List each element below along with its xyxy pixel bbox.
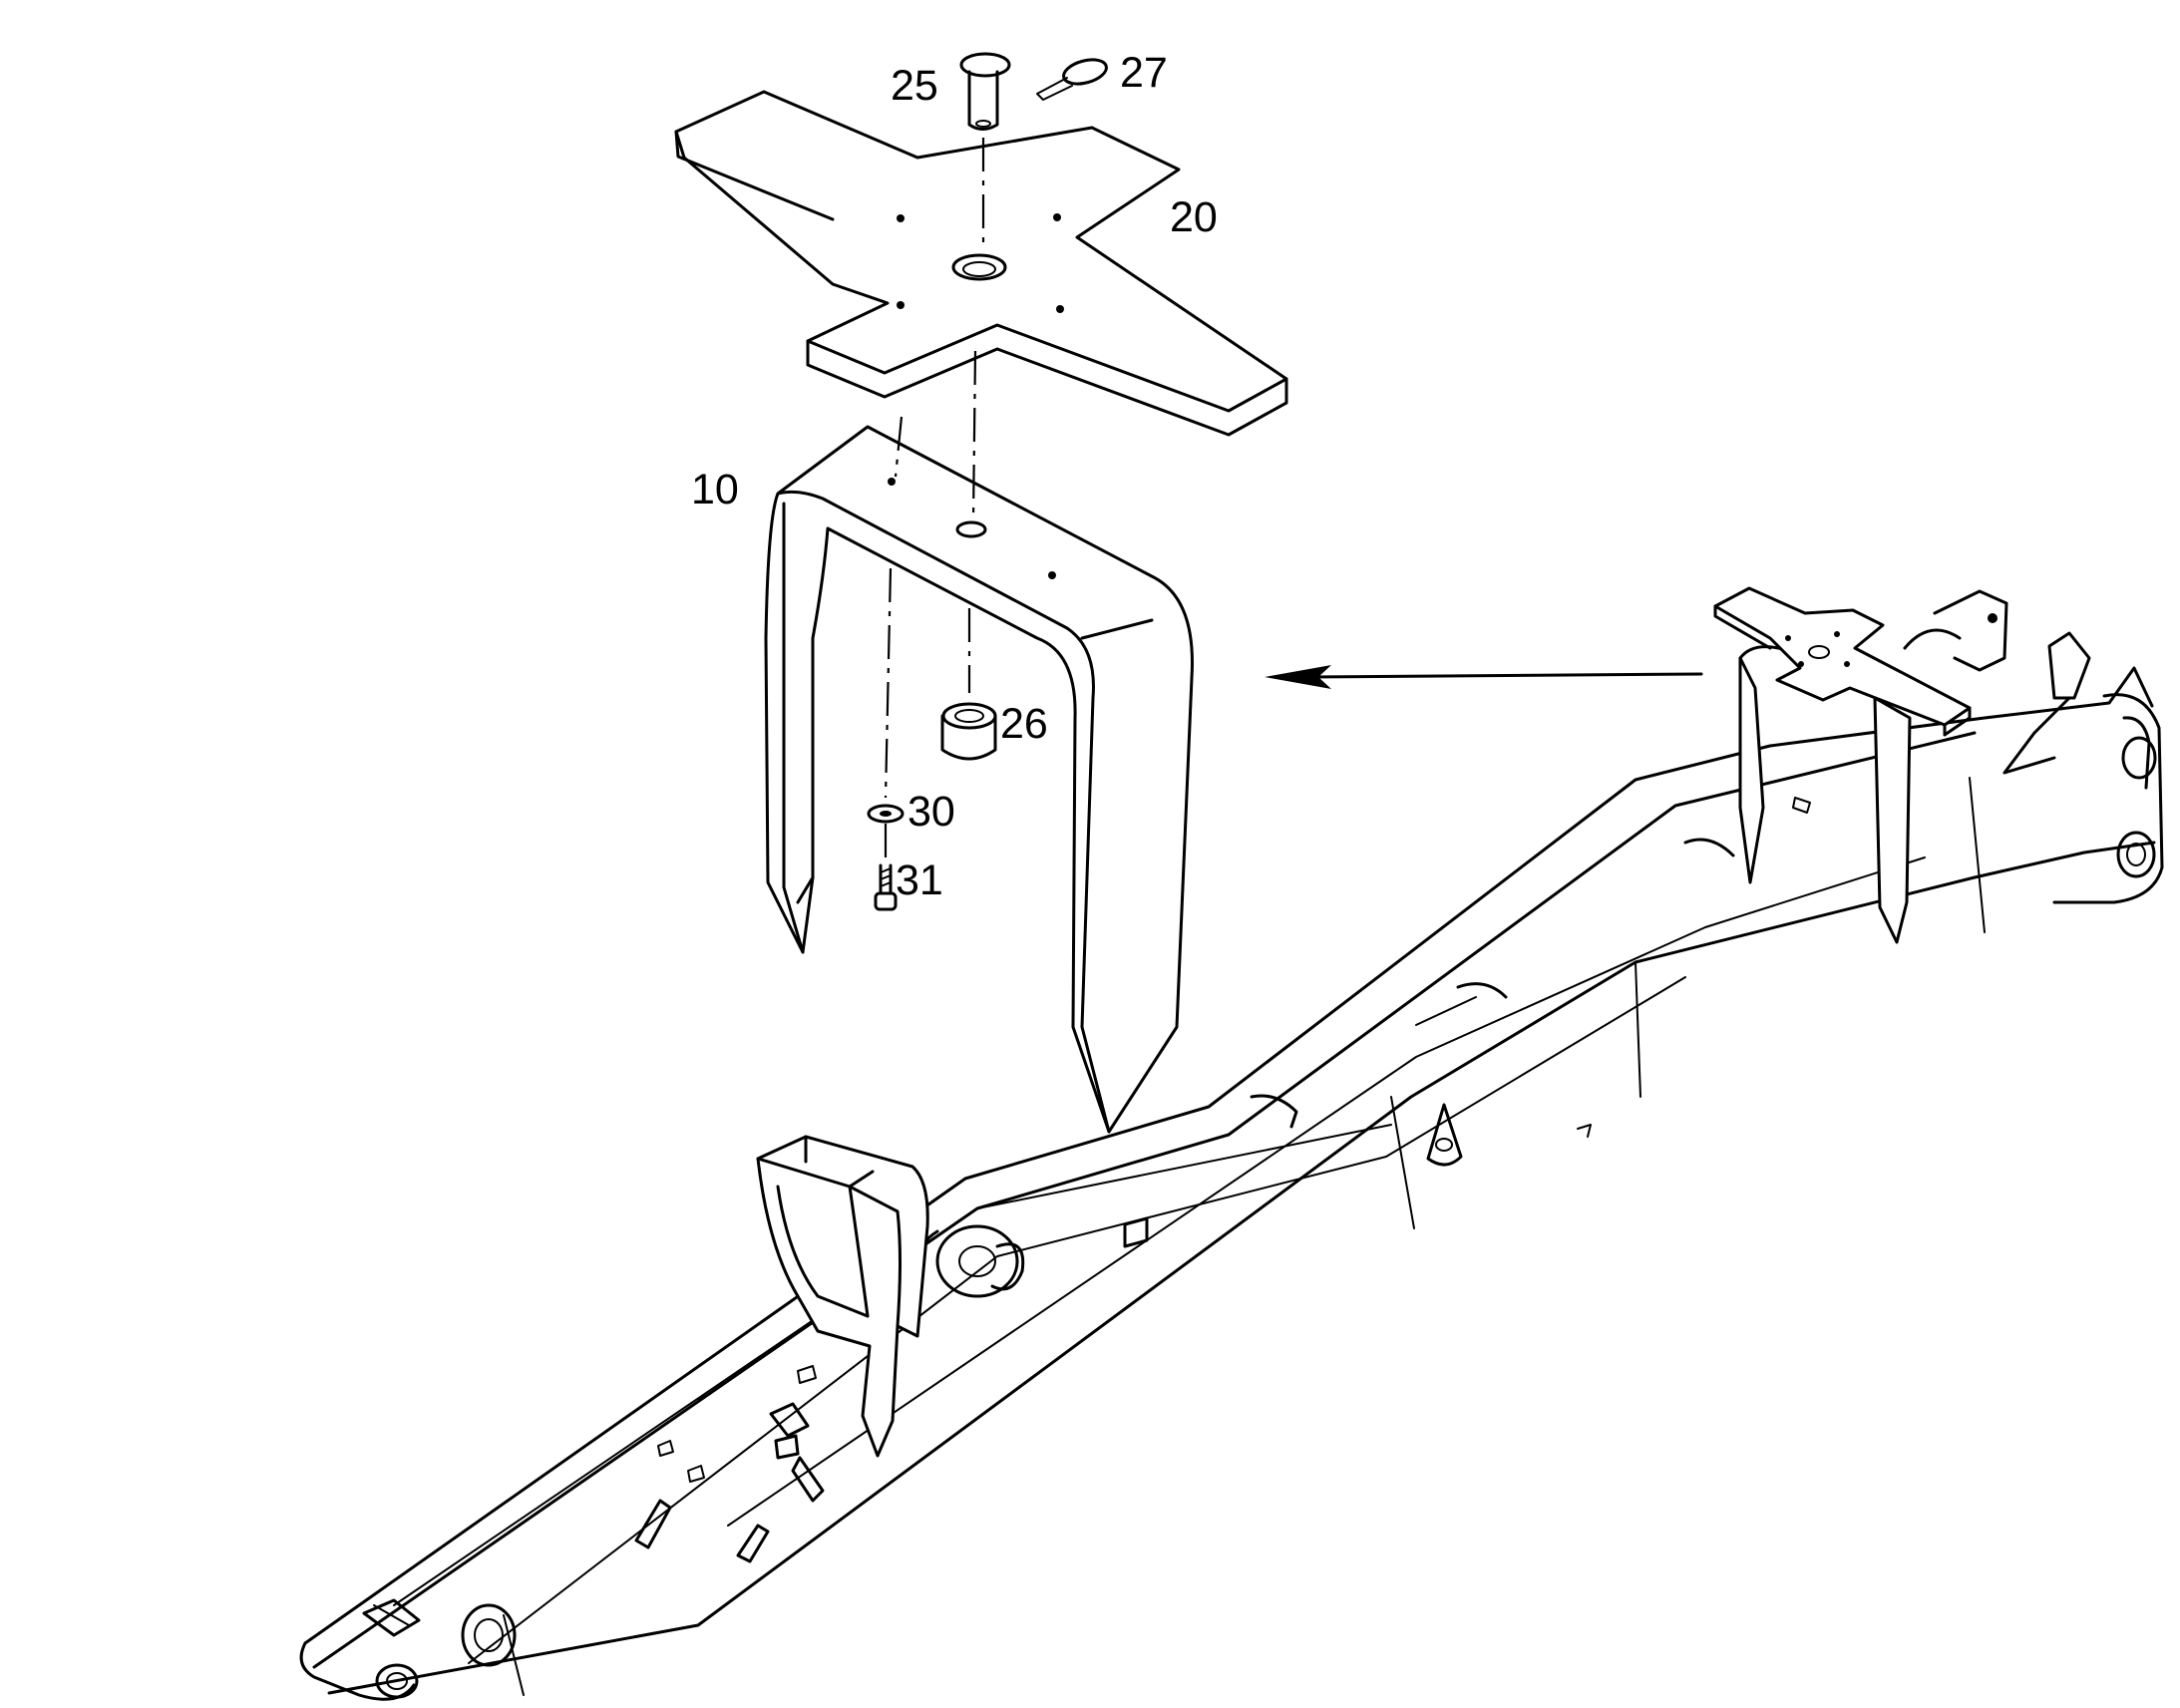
boom-guide-frame (756, 1135, 929, 1458)
callout-31: 31 (896, 856, 943, 904)
guide-fork (764, 425, 1194, 1134)
callout-20: 20 (1170, 193, 1218, 241)
washer (867, 804, 905, 824)
callout-26: 26 (1000, 700, 1048, 748)
spring-clip (1036, 58, 1108, 101)
callout-30: 30 (908, 788, 955, 836)
callout-10: 10 (691, 466, 739, 513)
installed-fork (1713, 586, 1972, 944)
pin (959, 52, 1011, 131)
callout-25: 25 (891, 62, 938, 110)
callout-27: 27 (1120, 49, 1168, 97)
center-lines (884, 138, 985, 859)
screw (874, 863, 898, 911)
arrow-left-icon (1265, 665, 1703, 689)
bushing (940, 702, 997, 761)
boom-assembly (299, 589, 2164, 1701)
cross-plate (674, 90, 1288, 437)
